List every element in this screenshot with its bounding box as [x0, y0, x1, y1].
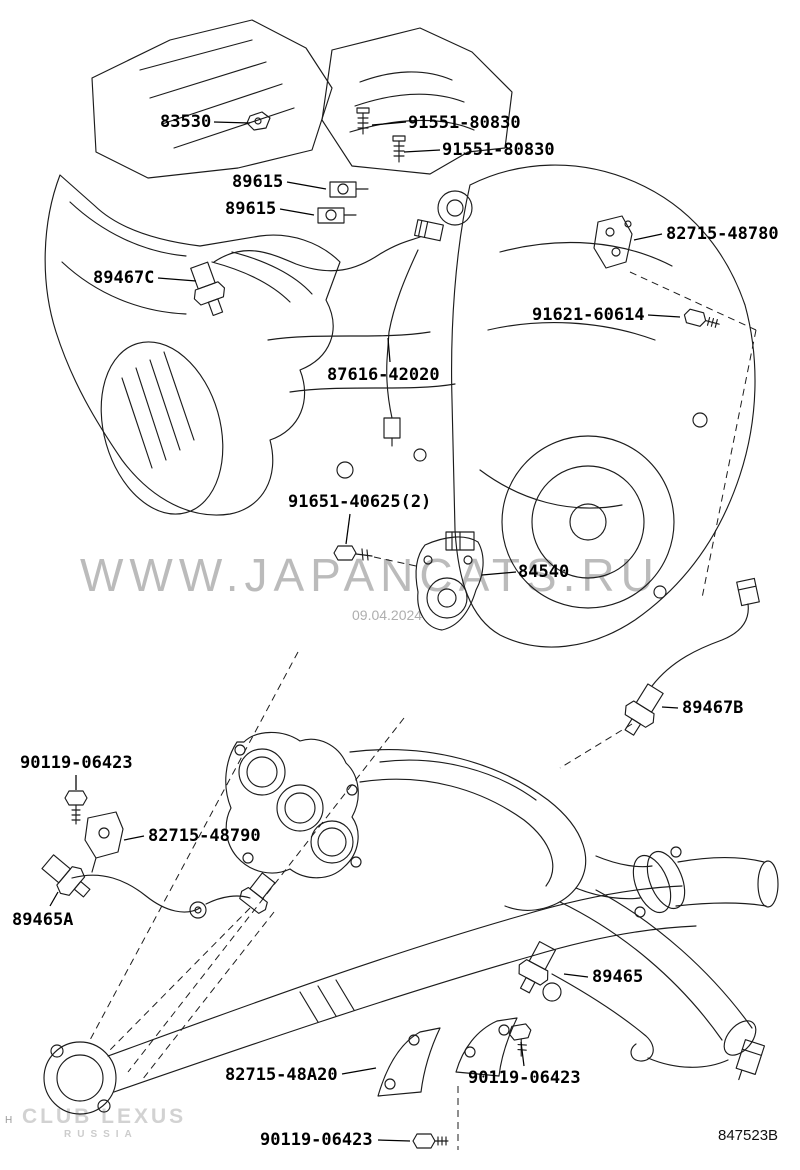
bolt-90119-c — [412, 1133, 449, 1149]
bolt-91621-60614 — [683, 308, 720, 328]
manifold-gasket — [225, 731, 362, 879]
watermark-club-region: RUSSIA — [64, 1129, 138, 1140]
part-label-91651-40625: 91651-40625(2) — [288, 492, 432, 512]
assembly-dash-upper-right-1 — [629, 271, 757, 331]
oxygen-sensor-89467C — [190, 219, 444, 317]
transmission-housing — [451, 164, 756, 648]
part-label-82715-48790: 82715-48790 — [148, 826, 261, 846]
screw-91551-b — [392, 135, 406, 163]
bolt-90119-a — [64, 790, 88, 825]
part-label-91621-60614: 91621-60614 — [532, 305, 645, 325]
part-label-89615-b: 89615 — [225, 199, 277, 219]
leader-lines — [49, 121, 681, 1142]
sensor-to-pipe-dash — [559, 723, 633, 769]
part-label-90119-06423-a: 90119-06423 — [20, 753, 133, 773]
watermark-club: CLUB LEXUS RUSSIA — [22, 1106, 186, 1140]
construction-dash-2 — [127, 717, 405, 1073]
part-label-83530: 83530 — [160, 112, 212, 132]
valve-covers — [91, 19, 513, 226]
engine-block-catalyst — [44, 174, 456, 516]
oxygen-sensor-89465 — [518, 941, 766, 1081]
switch-84540 — [415, 531, 484, 631]
ghost-sensor-dash-1 — [109, 907, 251, 1051]
construction-dash-1 — [89, 651, 299, 1041]
part-label-90119-06423-c: 90119-06423 — [260, 1130, 373, 1150]
watermark-site: WWW.JAPANCATS.RU — [80, 549, 660, 601]
bolt-to-switch-dash — [373, 556, 417, 567]
sensor-83530 — [246, 111, 271, 131]
part-label-91551-80830-b: 91551-80830 — [442, 140, 555, 160]
part-label-82715-48780: 82715-48780 — [666, 224, 779, 244]
part-label-89467B: 89467B — [682, 698, 744, 718]
part-label-89467C: 89467C — [93, 268, 155, 288]
part-label-89465A: 89465A — [12, 910, 74, 930]
assembly-dash-upper-right-2 — [701, 329, 757, 599]
top-fasteners — [246, 107, 406, 224]
tail-pipe — [43, 885, 757, 1115]
drawing-number: 847523B — [718, 1127, 779, 1144]
vacuum-valve-89615-a — [329, 181, 369, 198]
part-label-87616-42020: 87616-42020 — [327, 365, 440, 385]
ghost-sensor-dash-2 — [141, 911, 275, 1081]
vacuum-valve-89615-b — [317, 207, 357, 224]
front-exhaust-pipe — [349, 749, 779, 918]
oxygen-sensor-89465A — [41, 854, 276, 919]
part-label-89465: 89465 — [592, 967, 644, 987]
bracket-82715-48A20 — [377, 1017, 518, 1097]
bracket-82715-48780 — [593, 215, 633, 269]
screw-91551-a — [356, 107, 370, 135]
part-label-91551-80830-a: 91551-80830 — [408, 113, 521, 133]
part-label-82715-48A20: 82715-48A20 — [225, 1065, 338, 1085]
watermark-club-name: CLUB LEXUS — [22, 1105, 187, 1128]
part-label-90119-06423-b: 90119-06423 — [468, 1068, 581, 1088]
part-label-89615-a: 89615 — [232, 172, 284, 192]
bolt-91651-40625 — [333, 545, 373, 561]
wire-87616-42020 — [383, 249, 419, 447]
watermark-date: 09.04.2024 — [352, 607, 423, 623]
part-label-84540: 84540 — [518, 562, 570, 582]
sheet-mark: H — [5, 1115, 13, 1126]
oxygen-sensor-89467B — [624, 577, 760, 736]
bracket-82715-48790 — [84, 811, 124, 873]
